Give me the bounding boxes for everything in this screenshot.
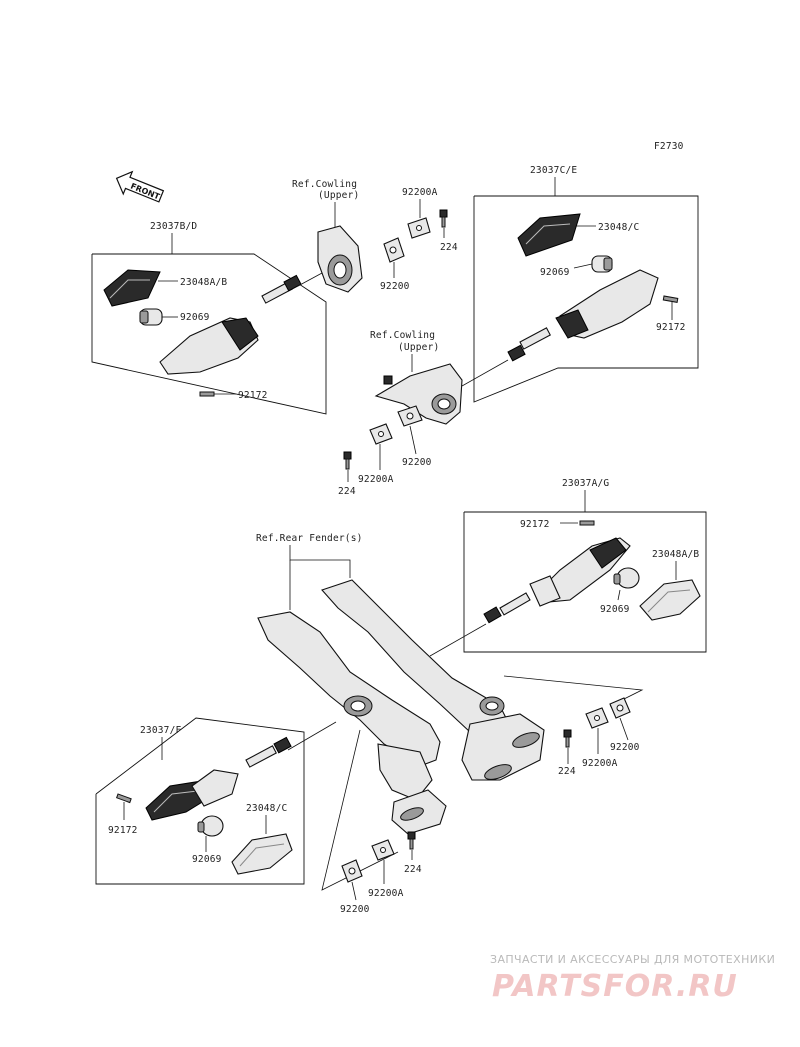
screw-part-bl [115,793,132,804]
bulb-part-mr [613,567,640,589]
bolt-part-4 [407,831,416,850]
label-screw-bl: 92172 [108,825,138,836]
label-lens-c-bl: 23048/C [246,803,287,814]
label-ref-cowling-2b: (Upper) [398,342,439,353]
rear-fender-frame [257,579,545,835]
plate-a-part-3 [585,707,609,729]
bolt-part-2 [343,451,352,470]
plate-part-2 [397,405,423,427]
watermark-brand: PARTSFOR.RU [492,969,738,1004]
lens-part-tr [517,213,581,257]
watermark-tagline: ЗАПЧАСТИ И АКСЕССУАРЫ ДЛЯ МОТОТЕХНИКИ [490,953,775,966]
turn-signal-body-tr [507,269,659,362]
assembly-box-ag [463,511,707,653]
label-bulb-tr: 92069 [540,267,570,278]
plate-a-part-4 [371,839,395,861]
screw-part-mr [579,520,595,526]
bolt-part-3 [563,729,572,748]
plate-part-3 [609,697,631,719]
label-bulb-bl: 92069 [192,854,222,865]
label-bolt-1: 224 [440,242,458,253]
label-ref-cowling-1: Ref.Cowling [292,179,357,190]
label-screw-tr: 92172 [656,322,686,333]
label-assy-ce: 23037C/E [530,165,577,176]
label-bolt-3: 224 [558,766,576,777]
assembly-box-bd [91,253,327,415]
label-plate-a-3: 92200A [582,758,618,769]
label-assy-f: 23037/F [140,725,182,736]
bolt-part-1 [439,209,448,228]
label-ref-rear-fender: Ref.Rear Fender(s) [256,533,363,544]
plate-a-part-2 [369,423,393,445]
label-lens-ab-mr: 23048A/B [652,549,699,560]
bulb-part-bl [197,815,224,837]
bulb-part-tr [591,255,613,273]
lens-part-bl [231,833,293,875]
screw-part-tr [662,295,679,303]
label-bulb-tl: 92069 [180,312,210,323]
label-plate-3: 92200 [610,742,640,753]
label-bolt-4: 224 [404,864,422,875]
plate-part-1 [383,237,405,263]
label-ref-cowling-1b: (Upper) [318,190,359,201]
label-plate-a-1: 92200A [402,187,438,198]
cowling-bracket-top [317,225,363,293]
lens-part-tl [103,269,161,307]
label-plate-a-2: 92200A [358,474,394,485]
label-assy-ag: 23037A/G [562,478,609,489]
turn-signal-body-bl [145,736,292,821]
label-plate-1: 92200 [380,281,410,292]
turn-signal-body-mr [483,537,631,624]
label-screw-tl: 92172 [238,390,268,401]
label-plate-a-4: 92200A [368,888,404,899]
screw-part-tl [199,391,215,397]
figure-code: F2730 [654,141,684,152]
label-plate-4: 92200 [340,904,370,915]
bulb-part-tl [139,308,163,326]
label-lens-ab-top: 23048A/B [180,277,227,288]
front-arrow-icon: FRONT [115,170,165,203]
label-ref-cowling-2: Ref.Cowling [370,330,435,341]
plate-a-part-1 [407,217,431,239]
plate-part-4 [341,859,363,883]
label-screw-mr: 92172 [520,519,550,530]
assembly-box-ce [473,195,699,403]
assembly-box-f [95,717,305,885]
label-lens-c-top: 23048/C [598,222,639,233]
label-bulb-mr: 92069 [600,604,630,615]
label-bolt-2: 224 [338,486,356,497]
lens-part-mr [639,579,701,621]
label-assy-bd: 23037B/D [150,221,197,232]
label-plate-2: 92200 [402,457,432,468]
turn-signal-body-tl [159,274,302,375]
